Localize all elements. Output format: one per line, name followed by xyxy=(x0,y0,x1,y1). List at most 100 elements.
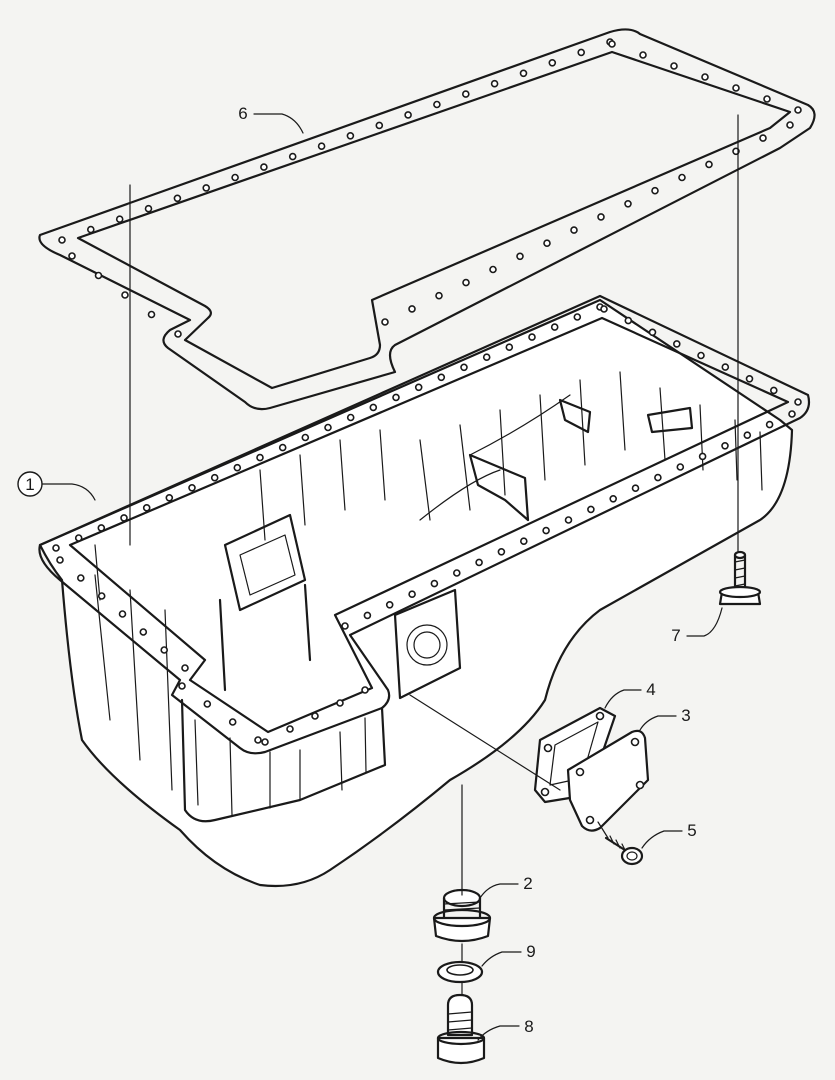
pan-bolt-hole xyxy=(769,386,778,395)
pan-bolt-hole xyxy=(139,628,148,636)
gasket-bolt-hole xyxy=(94,271,103,280)
pan-bolt-hole xyxy=(203,700,212,708)
pan-bolt-hole xyxy=(721,363,730,371)
pan-bolt-hole xyxy=(542,526,550,535)
pan-bolt-hole xyxy=(788,410,796,418)
gasket-bolt-hole xyxy=(408,305,416,313)
bolt-7 xyxy=(718,550,762,606)
pan-bolt-hole xyxy=(408,590,416,599)
gasket-bolt-hole xyxy=(435,291,443,300)
pan-bolt-hole xyxy=(698,452,707,461)
callout-5-label: 5 xyxy=(687,821,696,840)
gasket-bolt-hole xyxy=(68,252,76,260)
callout-9-label: 9 xyxy=(526,942,535,961)
pan-bolt-hole xyxy=(160,646,168,654)
callout-4-label: 4 xyxy=(646,680,655,699)
pan-bolt-hole xyxy=(56,556,64,564)
gasket-bolt-hole xyxy=(516,252,524,261)
pan-bolt-hole xyxy=(573,313,582,321)
pan-bolt-hole xyxy=(256,453,264,462)
gasket-bolt-hole xyxy=(144,204,153,213)
pan-bolt-hole xyxy=(743,431,752,440)
pan-bolt-hole xyxy=(609,494,618,503)
screw-5 xyxy=(604,835,644,866)
gasket-bolt-hole xyxy=(147,310,156,319)
pan-bolt-hole xyxy=(286,725,294,733)
pan-bolt-hole xyxy=(336,699,344,707)
callout-9: 9 xyxy=(481,942,536,967)
callout-5: 5 xyxy=(641,821,697,849)
pan-bolt-hole xyxy=(346,413,355,422)
pan-bolt-hole xyxy=(120,514,128,522)
pan-bolt-hole xyxy=(278,443,287,452)
pan-bolt-hole xyxy=(261,738,269,746)
gasket-bolt-hole xyxy=(548,58,557,67)
gasket-bolt-hole xyxy=(381,318,389,326)
gasket-bolt-hole xyxy=(317,142,326,150)
gasket-bolt-hole xyxy=(624,200,632,208)
pan-bolt-hole xyxy=(77,574,85,582)
pan-bolt-hole xyxy=(452,569,461,577)
pan-bolt-hole xyxy=(165,493,174,502)
pan-bolt-hole xyxy=(528,333,536,341)
pan-bolt-hole xyxy=(97,592,106,600)
callout-8-label: 8 xyxy=(524,1017,533,1036)
pan-bolt-hole xyxy=(178,682,186,690)
gasket-bolt-hole xyxy=(639,51,647,59)
gasket-bolt-hole xyxy=(490,79,499,88)
cover-plate xyxy=(566,729,650,832)
gasket-bolt-hole xyxy=(763,95,771,103)
gasket-bolt-hole xyxy=(489,265,497,274)
callout-7: 7 xyxy=(671,607,723,645)
pan-bolt-hole xyxy=(311,712,319,720)
gasket-bolt-hole xyxy=(462,278,470,287)
pan-bolt-hole xyxy=(624,316,633,325)
pan-bolt-hole xyxy=(437,373,446,382)
pan-bolt-hole xyxy=(697,351,705,360)
pan-bolt-hole xyxy=(505,343,514,352)
pan-bolt-hole xyxy=(188,483,196,492)
gasket-bolt-hole xyxy=(346,132,355,140)
gasket-bolt-hole xyxy=(577,48,586,57)
gasket-bolt-hole xyxy=(231,173,239,182)
assembly-axes xyxy=(129,114,739,996)
adapter-2 xyxy=(432,888,492,943)
gasket-bolt-hole xyxy=(375,121,384,130)
pan-bolt-hole xyxy=(794,398,802,406)
gasket-bolt-hole xyxy=(786,121,794,129)
pan-bolt-hole xyxy=(460,363,468,372)
pan-bolt-hole xyxy=(519,537,528,546)
pan-bolt-hole xyxy=(97,524,106,532)
pan-bolt-hole xyxy=(210,473,219,482)
pan-bolt-hole xyxy=(587,505,595,514)
pan-bolt-hole xyxy=(52,544,60,552)
callout-8: 8 xyxy=(477,1017,534,1041)
pan-bolt-hole xyxy=(181,664,189,672)
pan-bolt-hole xyxy=(254,736,262,744)
gasket-bolt-hole xyxy=(202,184,210,192)
callout-1: 1 xyxy=(17,471,96,501)
callout-4: 4 xyxy=(604,680,656,709)
gasket-bolt-hole xyxy=(570,226,578,234)
callout-2: 2 xyxy=(479,874,533,899)
gasket-bolt-hole xyxy=(608,40,616,48)
pan-bolt-hole xyxy=(721,441,729,450)
gasket-bolt-hole xyxy=(173,194,182,203)
gasket-bolt-hole xyxy=(174,330,182,338)
pan-bolt-hole xyxy=(600,305,608,313)
pan-bolt-hole xyxy=(361,686,369,694)
pan-bolt-hole xyxy=(414,383,423,392)
gasket-bolt-hole xyxy=(115,215,124,223)
pan-bolt-hole xyxy=(482,353,491,362)
gasket-bolt-hole xyxy=(260,163,268,171)
pan-bolt-hole xyxy=(341,622,349,630)
gasket-bolt-hole xyxy=(433,100,441,109)
pan-bolt-hole xyxy=(324,423,332,432)
gasket-bolt-hole xyxy=(87,225,95,234)
pan-bolt-hole xyxy=(497,547,506,556)
drain-plug-8 xyxy=(436,993,486,1065)
pan-bolt-hole xyxy=(142,503,151,512)
callout-6: 6 xyxy=(238,104,304,134)
gasket-bolt-hole xyxy=(794,106,802,114)
